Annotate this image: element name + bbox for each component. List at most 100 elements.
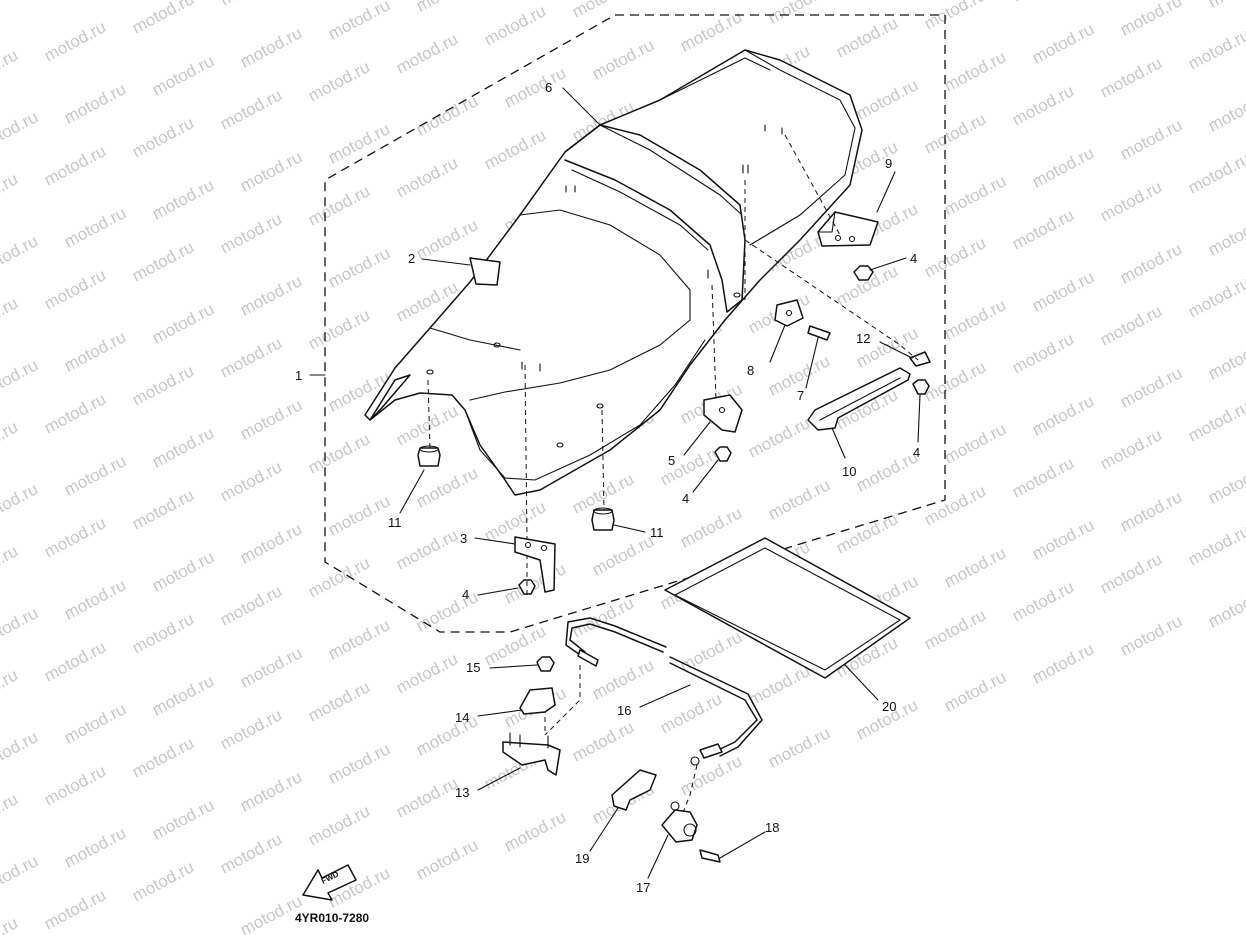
watermark-text: motod.ru <box>305 57 373 105</box>
watermark-text: motod.ru <box>1117 115 1185 163</box>
cable-part-16-upper <box>569 623 664 653</box>
nut-part-4 <box>853 265 874 281</box>
callout-8: 8 <box>747 363 754 378</box>
watermark-text: motod.ru <box>0 913 21 935</box>
bolt-part-18 <box>699 849 721 863</box>
watermark-text: motod.ru <box>1205 0 1246 12</box>
seat-hump-band <box>564 124 746 313</box>
watermark-text: motod.ru <box>149 175 217 223</box>
watermark-text: motod.ru <box>21 0 89 4</box>
damper-part-11-group <box>417 445 615 531</box>
watermark-text: motod.ru <box>765 475 833 523</box>
watermark-text: motod.ru <box>413 835 481 883</box>
watermark-text: motod.ru <box>325 243 393 291</box>
watermark-text: motod.ru <box>393 29 461 77</box>
callout-13: 13 <box>455 785 469 800</box>
watermark-text: motod.ru <box>1205 335 1246 383</box>
watermark-text: motod.ru <box>941 419 1009 467</box>
watermark-text: motod.ru <box>921 0 989 34</box>
callout-3: 3 <box>460 531 467 546</box>
watermark-text: motod.ru <box>129 361 197 409</box>
watermark-text: motod.ru <box>61 79 129 127</box>
watermark-text: motod.ru <box>393 773 461 821</box>
watermark-text: motod.ru <box>1205 211 1246 259</box>
callout-6: 6 <box>545 80 552 95</box>
watermark-text: motod.ru <box>0 851 41 899</box>
nut-part-4-group <box>518 265 930 595</box>
callout-12: 12 <box>856 331 870 346</box>
watermark-text: motod.ru <box>501 63 569 111</box>
watermark-text: motod.ru <box>325 0 393 44</box>
watermark-text: motod.ru <box>921 357 989 405</box>
watermark-text: motod.ru <box>217 209 285 257</box>
watermark-text: motod.ru <box>589 655 657 703</box>
watermark-text: motod.ru <box>1117 363 1185 411</box>
watermark-text: motod.ru <box>413 711 481 759</box>
seat-body <box>364 49 863 496</box>
bolt-part-7 <box>807 325 831 341</box>
watermark-text: motod.ru <box>217 85 285 133</box>
watermark-text: motod.ru <box>1205 459 1246 507</box>
callout-11: 11 <box>650 525 664 540</box>
nut-part-4 <box>518 579 536 595</box>
watermark-text: motod.ru <box>305 305 373 353</box>
watermark-text: motod.ru <box>481 125 549 173</box>
watermark-text: motod.ru <box>1097 549 1165 597</box>
bracket-part-14 <box>519 687 556 715</box>
watermark-text: motod.ru <box>1097 301 1165 349</box>
cable-part-16-lower <box>669 662 758 751</box>
watermark-text: motod.ru <box>1029 143 1097 191</box>
watermark-text: motod.ru <box>833 13 901 61</box>
watermark-text: motod.ru <box>41 513 109 561</box>
watermark-text: motod.ru <box>0 417 21 465</box>
watermark-text: motod.ru <box>149 547 217 595</box>
watermark-text: motod.ru <box>0 169 21 217</box>
watermark-text: motod.ru <box>0 603 41 651</box>
watermark-text: motod.ru <box>149 795 217 843</box>
watermark-text: motod.ru <box>0 355 41 403</box>
assembly-boundary <box>324 14 946 633</box>
watermark-text: motod.ru <box>0 293 21 341</box>
watermark-text: motod.ru <box>41 141 109 189</box>
callout-7: 7 <box>797 388 804 403</box>
watermark-text: motod.ru <box>1185 273 1246 321</box>
callout-4: 4 <box>682 491 689 506</box>
watermark-text: motod.ru <box>921 605 989 653</box>
nut-part-15 <box>536 656 555 672</box>
diagram-code: 4YR010-7280 <box>295 911 369 925</box>
watermark-text: motod.ru <box>1009 81 1077 129</box>
watermark-text: motod.ru <box>941 295 1009 343</box>
watermark-text: motod.ru <box>41 761 109 809</box>
watermark-text: motod.ru <box>393 153 461 201</box>
watermark-text: motod.ru <box>569 593 637 641</box>
watermark-text: motod.ru <box>941 667 1009 715</box>
callout-4: 4 <box>910 251 917 266</box>
watermark-text: motod.ru <box>921 233 989 281</box>
watermark-text: motod.ru <box>129 609 197 657</box>
watermark-text: motod.ru <box>149 51 217 99</box>
watermark-text: motod.ru <box>0 665 21 713</box>
seat-assembly <box>364 49 863 496</box>
watermark-text: motod.ru <box>1009 205 1077 253</box>
watermark-text: motod.ru <box>413 215 481 263</box>
seat-tab-part-2 <box>469 257 501 286</box>
callout-9: 9 <box>885 156 892 171</box>
watermark-text: motod.ru <box>325 615 393 663</box>
watermark-text: motod.ru <box>393 649 461 697</box>
watermark-text: motod.ru <box>129 733 197 781</box>
watermark-text: motod.ru <box>305 429 373 477</box>
watermark-text: motod.ru <box>217 0 285 10</box>
watermark-text: motod.ru <box>1097 53 1165 101</box>
rider-cushion <box>469 209 691 401</box>
callout-17: 17 <box>636 880 650 895</box>
watermark-text: motod.ru <box>61 823 129 871</box>
watermark-text: motod.ru <box>745 413 813 461</box>
watermark-text: motod.ru <box>1185 521 1246 569</box>
watermark-text: motod.ru <box>413 91 481 139</box>
watermark-text: motod.ru <box>237 519 305 567</box>
watermark-text: motod.ru <box>501 807 569 855</box>
callout-11: 11 <box>388 515 402 530</box>
watermark-text: motod.ru <box>1029 639 1097 687</box>
watermark-text: motod.ru <box>0 231 41 279</box>
